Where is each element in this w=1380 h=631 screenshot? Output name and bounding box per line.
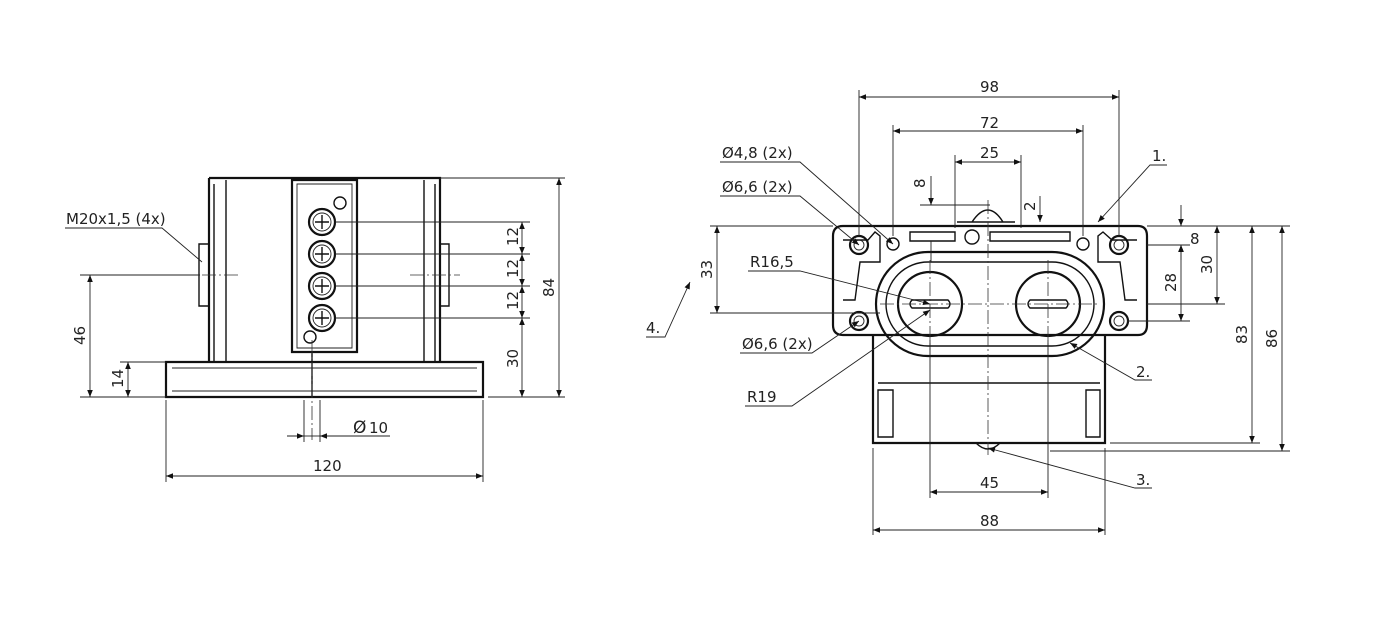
left-view: M20x1,5 (4x) 120 84 46 14 12 12 12 30 Ø …	[65, 176, 565, 482]
left-terminal-screws	[303, 196, 347, 344]
dim-text-28: 28	[1162, 273, 1180, 292]
label-radius-165: R16,5	[750, 253, 794, 271]
left-dimensions	[65, 177, 565, 482]
right-dimensions	[646, 90, 1290, 535]
callout-2: 2.	[1136, 363, 1150, 381]
dim-text-12-b: 12	[504, 259, 522, 278]
dim-text-14: 14	[109, 369, 127, 388]
dim-text-30: 30	[504, 349, 522, 368]
dim-text-84: 84	[540, 278, 558, 297]
label-radius-19: R19	[747, 388, 777, 406]
dim-text-46: 46	[71, 326, 89, 345]
dim-text-10: 10	[369, 419, 388, 437]
dim-text-25: 25	[980, 144, 999, 162]
dim-text-98: 98	[980, 78, 999, 96]
dim-text-72: 72	[980, 114, 999, 132]
callout-4: 4.	[646, 319, 660, 337]
label-hole-66-bottom: Ø6,6 (2x)	[742, 335, 813, 353]
dim-text-12-a: 12	[504, 227, 522, 246]
dim-text-8-top: 8	[911, 178, 929, 188]
diameter-symbol: Ø	[353, 418, 366, 438]
dim-text-120: 120	[313, 457, 342, 475]
dim-text-30: 30	[1198, 255, 1216, 274]
dim-text-33: 33	[698, 260, 716, 279]
callout-3: 3.	[1136, 471, 1150, 489]
label-hole-66-top: Ø6,6 (2x)	[722, 178, 793, 196]
dim-text-12-c: 12	[504, 291, 522, 310]
label-hole-48: Ø4,8 (2x)	[722, 144, 793, 162]
dim-text-86: 86	[1263, 329, 1281, 348]
dim-text-8-right: 8	[1190, 230, 1200, 248]
dim-text-83: 83	[1233, 325, 1251, 344]
right-housing-outline	[831, 209, 1149, 450]
right-centerlines	[880, 200, 1100, 455]
left-housing-outline	[164, 176, 485, 399]
dim-text-2: 2	[1021, 201, 1039, 211]
dim-text-45: 45	[980, 474, 999, 492]
label-thread: M20x1,5 (4x)	[66, 210, 166, 228]
dim-text-88: 88	[980, 512, 999, 530]
right-view: 98 72 25 8 2 8 30 28 33 83 86 45 88 Ø4,8…	[646, 78, 1290, 535]
callout-1: 1.	[1152, 147, 1166, 165]
